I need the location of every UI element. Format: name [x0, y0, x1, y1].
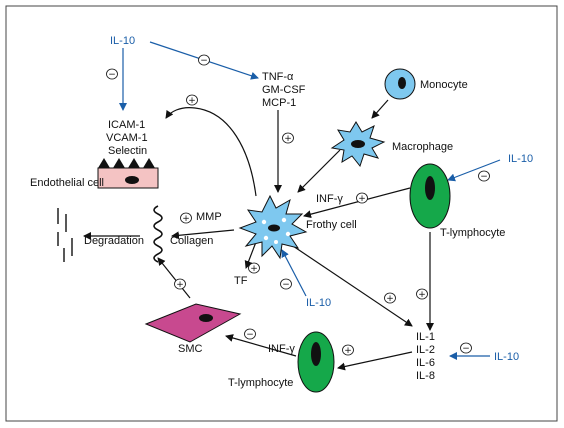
minus-sign-text: −: [108, 70, 116, 80]
plus-sign-marker: [248, 262, 260, 274]
arrow-frothy-to-interleukins: [289, 243, 413, 327]
t-lymphocyte-lower-label: T-lymphocyte: [228, 377, 293, 389]
il10-lower-right-label: IL-10: [494, 351, 519, 363]
arrows: [83, 41, 501, 371]
plus-sign-marker: [180, 212, 192, 224]
plus-sign-text: +: [188, 96, 196, 106]
macrophage-label: Macrophage: [392, 141, 453, 153]
monocyte-label: Monocyte: [420, 79, 468, 91]
plus-sign-text: +: [386, 294, 394, 304]
il-1-label: IL-1: [416, 331, 435, 343]
plus-sign-text: +: [250, 264, 258, 274]
minus-sign-text: −: [282, 280, 290, 290]
arrow-tlymph-to-frothy: [303, 187, 411, 219]
plus-sign-text: +: [284, 134, 292, 144]
mmp-label: MMP: [196, 211, 222, 223]
selectin-label: Selectin: [108, 145, 147, 157]
arrow-frothy-to-tf: [244, 241, 257, 269]
plus-sign-text: +: [358, 194, 366, 204]
arrow-frothy-to-collagen: [171, 229, 235, 240]
collagen-label: Collagen: [170, 235, 213, 247]
arrow-frothy-to-adhesion: [165, 107, 257, 197]
plus-sign-text: +: [344, 346, 352, 356]
plus-sign-text: +: [182, 214, 190, 224]
minus-sign-marker: [244, 328, 256, 340]
icam-1-label: ICAM-1: [108, 119, 145, 131]
arrow-macrophage-to-frothy: [297, 149, 341, 193]
il10-bottom-label: IL-10: [306, 297, 331, 309]
plus-sign-marker: [186, 94, 198, 106]
plus-sign-marker: [356, 192, 368, 204]
inf-gamma-lower-label: INF-γ: [268, 343, 295, 355]
plus-sign-text: +: [418, 290, 426, 300]
endothelial-cell-label: Endothelial cell: [30, 177, 104, 189]
minus-sign-marker: [460, 342, 472, 354]
sign-markers: − − + + + − + + − + + + −: [106, 54, 490, 356]
plus-sign-marker: [342, 344, 354, 356]
il-2-label: IL-2: [416, 344, 435, 356]
t-lymphocyte-upper-label: T-lymphocyte: [440, 227, 505, 239]
plus-sign-marker: [416, 288, 428, 300]
plus-sign-marker: [174, 278, 186, 290]
il10-right-label: IL-10: [508, 153, 533, 165]
monocyte-cell: [384, 68, 416, 100]
arrow-tlymph-to-smc: [225, 334, 297, 357]
tf-label: TF: [234, 275, 248, 287]
endothelial-cell: [97, 158, 159, 189]
plus-sign-marker: [384, 292, 396, 304]
diagram-frame: [5, 5, 558, 422]
frothy-cell-label: Frothy cell: [306, 219, 357, 231]
degraded-fibers: [57, 208, 73, 262]
arrow-interleukins-to-tlymph: [337, 351, 413, 371]
arrow-il10-to-tlymph: [447, 159, 501, 182]
t-lymphocyte-upper-cell: [409, 163, 451, 229]
minus-sign-text: −: [462, 344, 470, 354]
il10-top-label: IL-10: [110, 35, 135, 47]
minus-sign-marker: [198, 54, 210, 66]
gm-csf-label: GM-CSF: [262, 84, 306, 96]
arrow-smc-to-collagen: [157, 257, 191, 299]
arrow-il10-to-frothy: [281, 249, 307, 297]
plus-sign-marker: [282, 132, 294, 144]
il-8-label: IL-8: [416, 370, 435, 382]
arrow-monocyte-to-macrophage: [371, 99, 389, 119]
macrophage-cell: [330, 121, 386, 168]
minus-sign-marker: [478, 170, 490, 182]
inf-gamma-upper-label: INF-γ: [316, 193, 343, 205]
tnf-alpha-label: TNF-α: [262, 71, 294, 83]
collagen-fibers: [153, 205, 163, 263]
mcp-1-label: MCP-1: [262, 97, 296, 109]
minus-sign-marker: [280, 278, 292, 290]
smc-cell: [144, 303, 242, 343]
smc-label: SMC: [178, 343, 203, 355]
minus-sign-marker: [106, 68, 118, 80]
labels: IL-10 TNF-α GM-CSF MCP-1 ICAM-1 VCAM-1 S…: [30, 35, 533, 389]
degradation-label: Degradation: [84, 235, 144, 247]
t-lymphocyte-lower-cell: [297, 331, 335, 393]
il-6-label: IL-6: [416, 357, 435, 369]
minus-sign-text: −: [200, 56, 208, 66]
vcam-1-label: VCAM-1: [106, 132, 148, 144]
frothy-cell: [238, 194, 308, 260]
minus-sign-text: −: [480, 172, 488, 182]
plus-sign-text: +: [176, 280, 184, 290]
minus-sign-text: −: [246, 330, 254, 340]
